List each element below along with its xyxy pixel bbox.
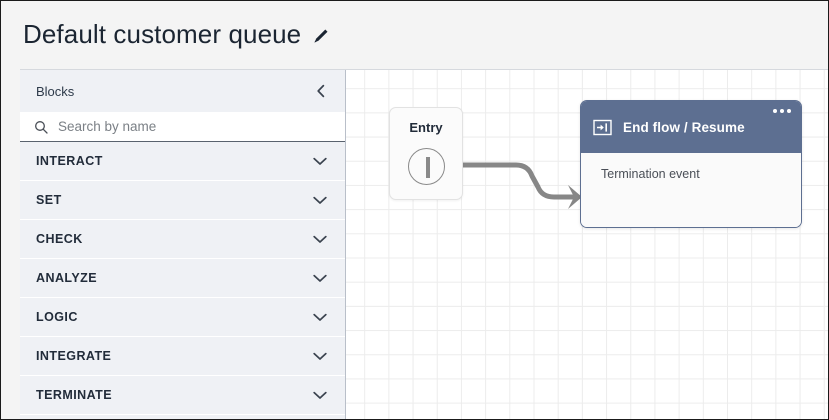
chevron-down-icon[interactable] [313,196,327,205]
chevron-left-icon[interactable] [311,81,331,101]
entry-block[interactable]: Entry [389,107,463,200]
category-label: CHECK [36,232,83,246]
page-header: Default customer queue [1,1,828,67]
sidebar-category-terminate[interactable]: TERMINATE [20,376,345,415]
output-port-bar [426,157,430,178]
designer-content: Blocks INTERACT [20,69,828,419]
block-category-list: INTERACT SET CHECK [20,142,345,415]
page-title: Default customer queue [23,18,302,49]
sidebar-category-set[interactable]: SET [20,181,345,220]
sidebar-category-logic[interactable]: LOGIC [20,298,345,337]
chevron-down-icon[interactable] [313,274,327,283]
pencil-icon[interactable] [311,26,331,46]
block-title: End flow / Resume [623,119,745,135]
chevron-down-icon[interactable] [313,157,327,166]
category-label: SET [36,193,62,207]
sidebar-title: Blocks [36,83,75,99]
category-label: INTEGRATE [36,349,112,363]
chevron-down-icon[interactable] [313,313,327,322]
search-input[interactable] [58,119,335,134]
sidebar-header: Blocks [20,70,345,112]
search-box[interactable] [20,112,345,142]
sidebar-category-check[interactable]: CHECK [20,220,345,259]
category-label: TERMINATE [36,388,113,402]
termination-event-label: Termination event [601,167,700,181]
flow-canvas[interactable]: Entry End flow / Resum [346,70,828,419]
category-label: INTERACT [36,154,103,168]
sidebar-category-integrate[interactable]: INTEGRATE [20,337,345,376]
category-label: LOGIC [36,310,78,324]
end-flow-icon [593,118,612,137]
kebab-menu-icon[interactable] [773,109,791,113]
end-flow-resume-block[interactable]: End flow / Resume Termination event [580,100,802,228]
block-header: End flow / Resume [581,101,801,153]
blocks-sidebar: Blocks INTERACT [20,70,346,419]
search-icon [34,120,48,134]
category-label: ANALYZE [36,271,98,285]
output-port[interactable] [408,148,445,185]
sidebar-category-interact[interactable]: INTERACT [20,142,345,181]
block-body: Termination event [581,153,801,227]
sidebar-category-analyze[interactable]: ANALYZE [20,259,345,298]
chevron-down-icon[interactable] [313,391,327,400]
entry-block-label: Entry [409,120,443,135]
chevron-down-icon[interactable] [313,352,327,361]
chevron-down-icon[interactable] [313,235,327,244]
